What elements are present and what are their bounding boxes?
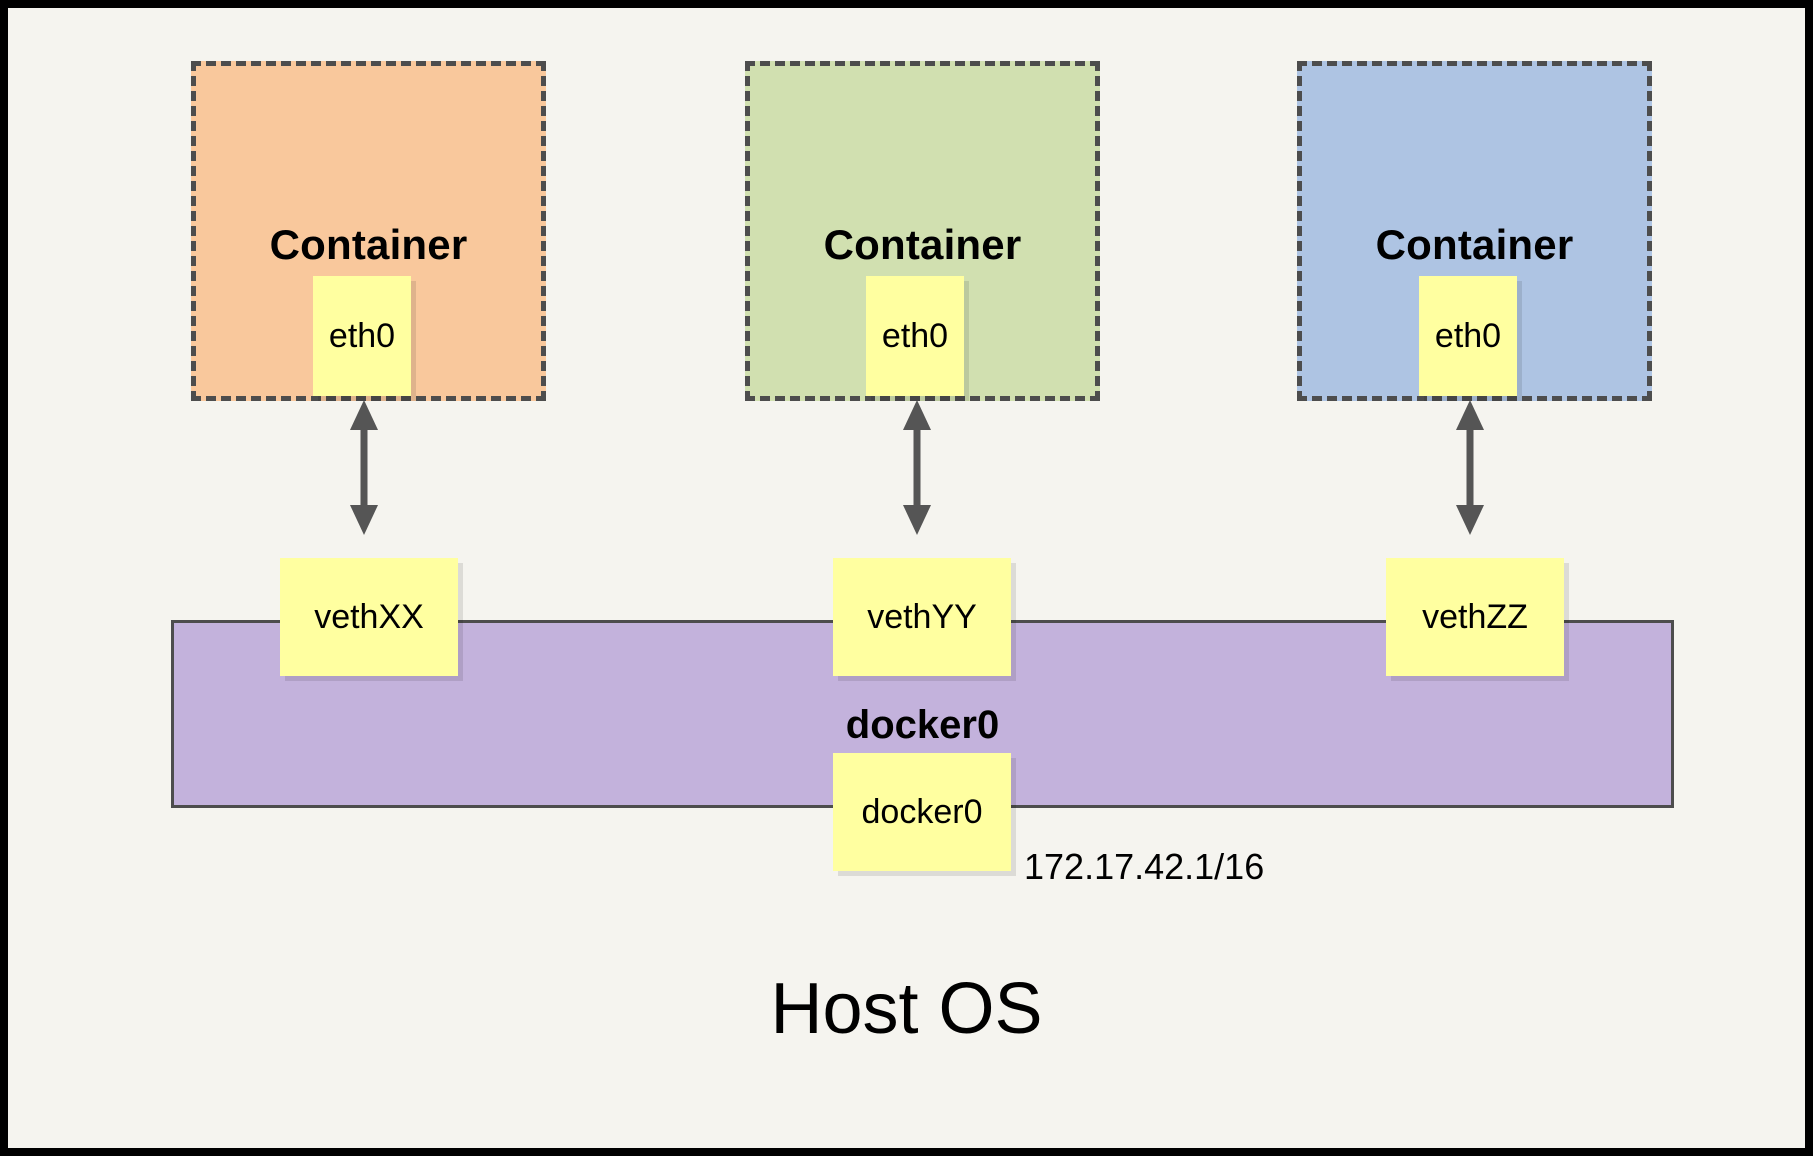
docker0-bridge-label: docker0 <box>845 703 1000 747</box>
link-arrow-3 <box>1456 400 1484 535</box>
docker0-interface-note: docker0 <box>833 753 1011 871</box>
eth0-note-3: eth0 <box>1419 276 1517 396</box>
link-arrow-1 <box>350 400 378 535</box>
docker0-ip-label: 172.17.42.1/16 <box>1024 846 1265 887</box>
container-title-3: Container <box>1375 221 1574 268</box>
container-title-2: Container <box>823 221 1022 268</box>
veth-note-1: vethXX <box>280 558 458 676</box>
eth0-note-2: eth0 <box>866 276 964 396</box>
host-os-label: Host OS <box>770 969 1043 1049</box>
veth-note-2: vethYY <box>833 558 1011 676</box>
eth0-note-1: eth0 <box>313 276 411 396</box>
veth-note-3: vethZZ <box>1386 558 1564 676</box>
link-arrow-2 <box>903 400 931 535</box>
container-title-1: Container <box>269 221 468 268</box>
